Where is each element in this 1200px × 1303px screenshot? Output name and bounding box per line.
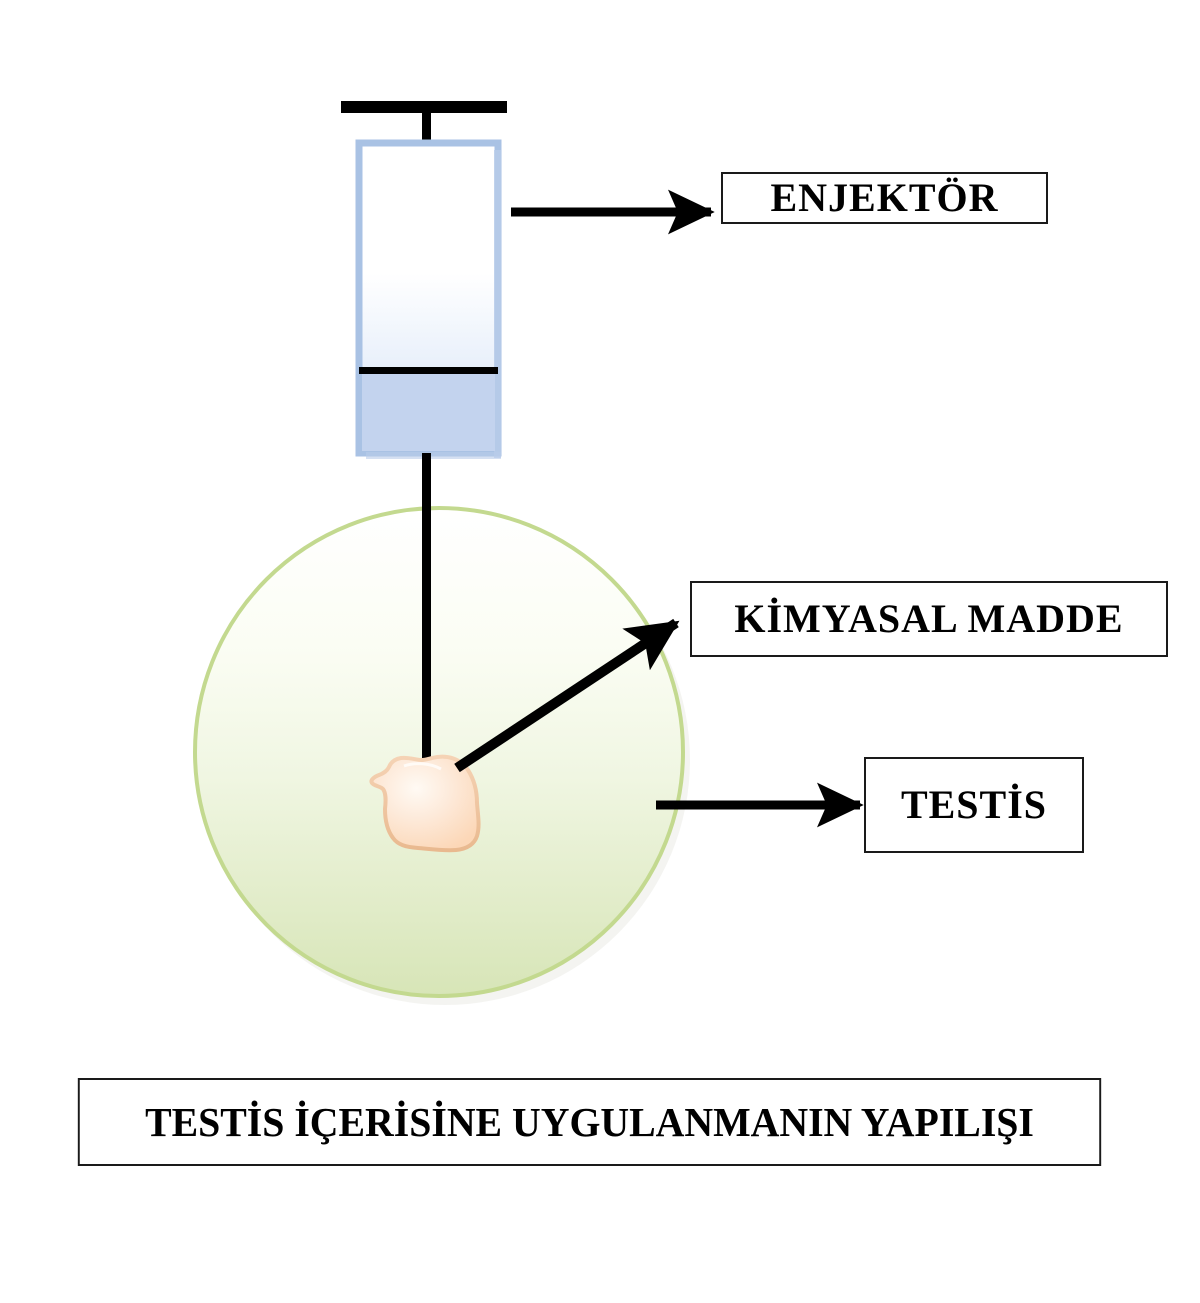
caption-box: TESTİS İÇERİSİNE UYGULANMANIN YAPILIŞI (77, 1078, 1102, 1166)
label-text-injector: ENJEKTÖR (770, 175, 999, 220)
label-box-testis[interactable]: TESTİS (864, 757, 1084, 853)
label-text-testis: TESTİS (900, 782, 1048, 827)
syringe-icon (341, 101, 507, 771)
label-box-chemical[interactable]: KİMYASAL MADDE (690, 581, 1168, 657)
arrow-diagonal-up-right-icon-chemical (454, 618, 680, 773)
label-text-chemical: KİMYASAL MADDE (734, 596, 1124, 641)
testis-organ-icon (369, 754, 481, 853)
label-box-injector[interactable]: ENJEKTÖR (721, 172, 1048, 224)
caption-text: TESTİS İÇERİSİNE UYGULANMANIN YAPILIŞI (145, 1099, 1034, 1145)
